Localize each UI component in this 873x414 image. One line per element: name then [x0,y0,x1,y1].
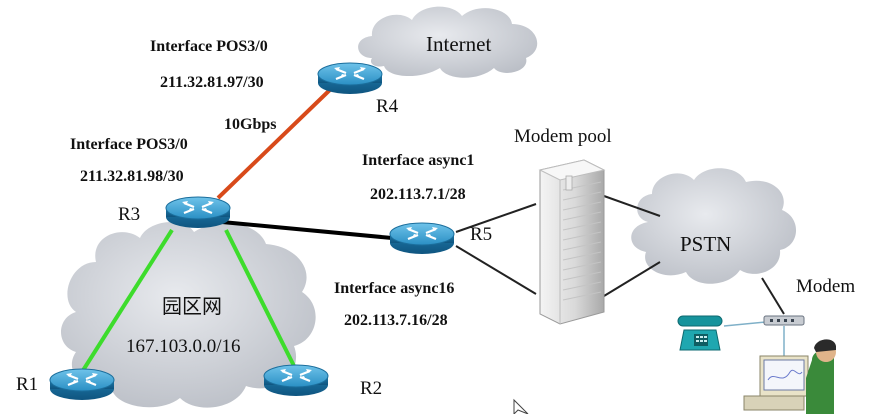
link-r3-r4 [216,82,338,200]
router-r1-icon [48,367,116,402]
link-r3-r1 [80,228,174,374]
internet-cloud [358,6,538,78]
link-pstn-modem [761,277,785,315]
r4-ip-label: 211.32.81.97/30 [160,74,264,91]
r5-router-label: R5 [470,224,493,245]
modem-label: Modem [796,276,856,297]
r2-router-label: R2 [360,378,383,399]
pstn-label: PSTN [680,232,732,256]
r5-interface-top-label: Interface async1 [362,152,475,169]
r3-ip-label: 211.32.81.98/30 [80,168,184,185]
r4-interface-label: Interface POS3/0 [150,38,268,55]
campus-name-label: 园区网 [162,294,222,318]
r5-ip-top-label: 202.113.7.1/28 [370,186,466,203]
link-r5-pool-bottom [455,245,537,295]
r3-interface-label: Interface POS3/0 [70,136,188,153]
telephone-icon [677,315,723,351]
link-r5-pool-top [455,203,537,233]
campus-network-label: 167.103.0.0/16 [126,336,241,357]
modem-icon [763,315,805,326]
link-bandwidth-label: 10Gbps [224,116,277,133]
r5-ip-bottom-label: 202.113.7.16/28 [344,312,448,329]
router-r4-icon [316,61,384,96]
r1-router-label: R1 [16,374,39,395]
mouse-pointer-icon [513,398,529,414]
router-r3-icon [164,195,232,230]
r3-router-label: R3 [118,204,141,225]
link-r3-r5 [221,220,393,240]
modem-pool-label: Modem pool [514,126,612,147]
modem-pool-icon [538,159,606,325]
router-r2-icon [262,363,330,398]
link-pool-pstn-top [603,195,661,217]
pstn-cloud [631,168,797,284]
internet-label: Internet [426,32,492,56]
link-pool-pstn-bottom [603,261,661,297]
link-r3-r2 [224,229,298,371]
campus-cloud [61,221,316,408]
router-r5-icon [388,221,456,256]
computer-user-icon [743,339,836,414]
r4-router-label: R4 [376,96,399,117]
link-modem-phone [723,321,767,327]
r5-interface-bottom-label: Interface async16 [334,280,455,297]
